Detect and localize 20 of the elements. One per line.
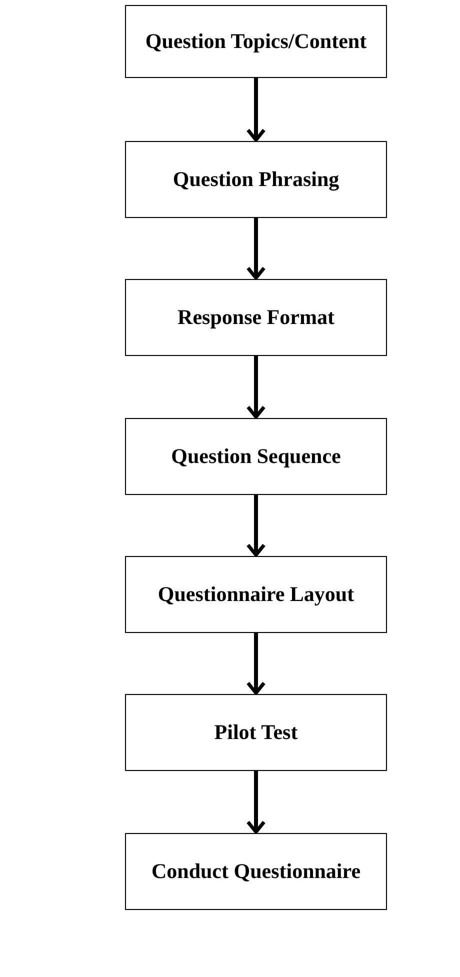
arrow <box>246 771 266 834</box>
step-label: Response Format <box>178 305 334 330</box>
process-box <box>125 418 387 495</box>
arrow <box>246 633 266 695</box>
step-label: Question Sequence <box>171 444 341 469</box>
process-box <box>125 833 387 910</box>
step-label: Question Phrasing <box>172 167 340 192</box>
arrow <box>246 495 266 557</box>
step-label: Conduct Questionnaire <box>151 859 361 884</box>
process-box <box>125 141 387 218</box>
process-box <box>125 694 387 771</box>
arrow <box>246 78 266 142</box>
process-box <box>125 279 387 356</box>
step-label: Question Topics/Content <box>145 29 367 54</box>
step-label: Questionnaire Layout <box>158 582 354 607</box>
process-box <box>125 5 387 78</box>
process-box <box>125 556 387 633</box>
step-label: Pilot Test <box>214 720 298 745</box>
arrow <box>246 356 266 419</box>
arrow <box>246 218 266 280</box>
